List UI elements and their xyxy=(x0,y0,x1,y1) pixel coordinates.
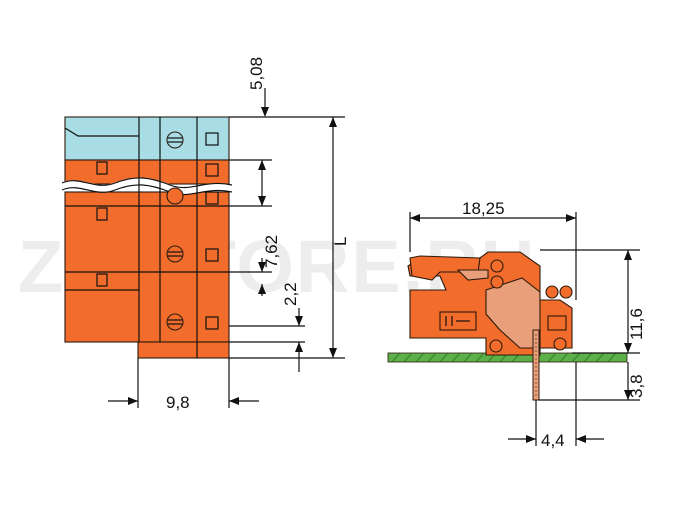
screw-icon xyxy=(166,245,184,263)
arrow-icon xyxy=(295,342,303,352)
screw-icon xyxy=(553,337,567,351)
test-slot-icon xyxy=(205,163,219,177)
body-lower xyxy=(64,191,230,343)
front-view: 5,08 7,62 2,2 L 9,8 xyxy=(60,57,350,412)
break-line-edge-top xyxy=(61,177,233,189)
top-module-blue xyxy=(64,116,230,161)
test-slot-icon xyxy=(205,132,219,146)
dim-offset: 2,2 xyxy=(281,282,300,306)
dim-height: 11,6 xyxy=(627,308,646,340)
arrow-icon xyxy=(229,397,239,405)
test-slot-icon xyxy=(547,315,567,331)
dim-depth: 18,25 xyxy=(462,199,505,218)
arrow-icon xyxy=(128,397,138,405)
latch-detail xyxy=(64,127,139,137)
dim-pitch-mid: 7,62 xyxy=(262,235,281,268)
arrow-icon xyxy=(576,435,586,443)
screw-icon xyxy=(545,285,559,299)
arrow-icon xyxy=(410,214,420,222)
arrow-icon xyxy=(261,107,269,117)
arrow-icon xyxy=(329,348,337,358)
screw-icon xyxy=(490,275,504,289)
screw-icon xyxy=(489,339,503,353)
dim-width: 9,8 xyxy=(166,393,190,412)
arrow-icon xyxy=(258,196,266,206)
arrow-icon xyxy=(295,316,303,326)
test-slot-icon xyxy=(205,248,219,262)
arrow-icon xyxy=(624,390,632,400)
arrow-icon xyxy=(258,284,266,294)
arrow-icon xyxy=(624,343,632,353)
clamp-spring xyxy=(485,277,541,349)
clamp-detail xyxy=(456,269,489,281)
dim-pin-offset: 4,4 xyxy=(541,431,565,450)
screw-icon xyxy=(559,285,573,299)
side-view: 18,25 11,6 3,8 4,4 xyxy=(387,199,646,450)
latch-lever xyxy=(409,255,481,281)
break-line xyxy=(60,177,233,195)
bottom-tab xyxy=(137,341,230,359)
screw-icon xyxy=(166,131,184,149)
dim-length: L xyxy=(331,237,350,246)
arrow-icon xyxy=(258,262,266,272)
screw-icon xyxy=(490,259,504,273)
arrow-icon xyxy=(566,214,576,222)
solder-pin xyxy=(532,329,540,401)
test-slot-icon xyxy=(205,316,219,330)
arrow-icon xyxy=(526,435,536,443)
arrow-icon xyxy=(258,160,266,170)
screw-icon xyxy=(166,187,184,205)
dim-pitch-top: 5,08 xyxy=(247,57,266,90)
arrow-icon xyxy=(329,117,337,127)
screw-icon xyxy=(166,313,184,331)
arrow-icon xyxy=(624,250,632,260)
test-slot-icon xyxy=(205,191,219,205)
dim-pin-length: 3,8 xyxy=(627,374,646,398)
break-line-edge-bottom xyxy=(61,184,233,196)
